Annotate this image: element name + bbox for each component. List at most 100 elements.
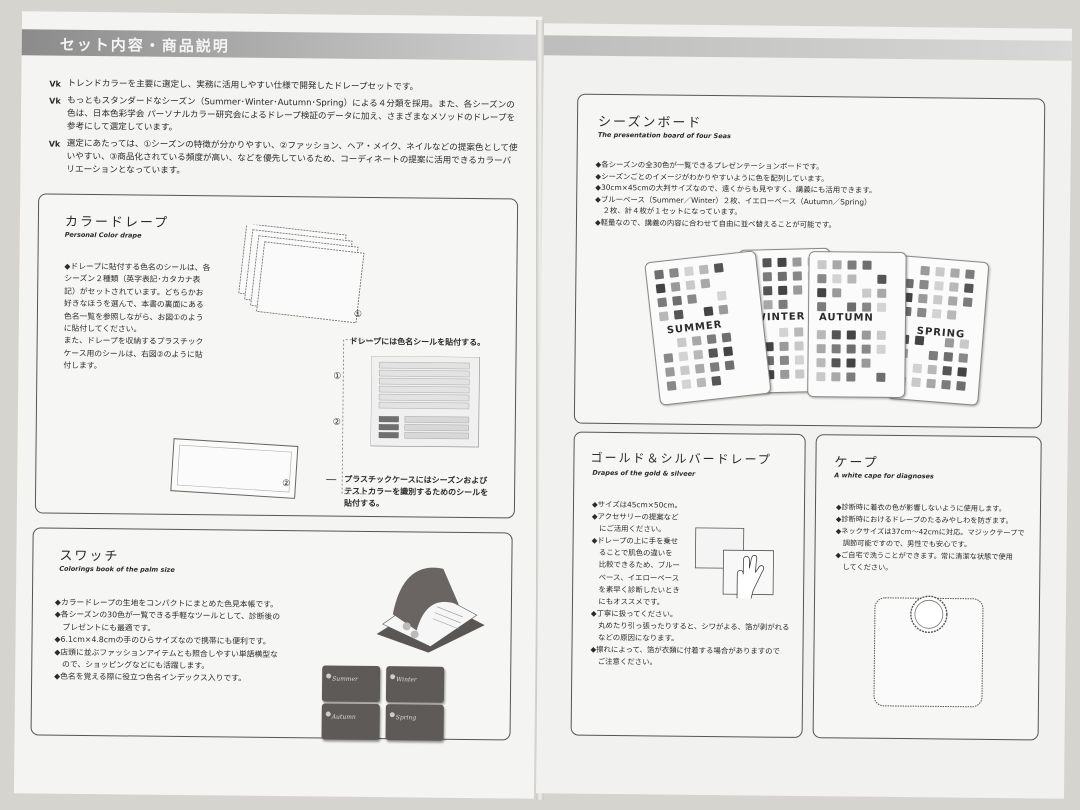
board-autumn: AUTUMN — [807, 251, 907, 399]
swatch-book-autumn: Autumn — [321, 703, 380, 741]
color-swatch — [816, 330, 826, 340]
color-swatch — [696, 377, 707, 388]
color-swatch — [846, 358, 856, 368]
color-swatch — [831, 344, 841, 354]
color-swatch — [780, 369, 790, 379]
season-board-title: シーズンボード — [597, 114, 703, 131]
leader-lines — [326, 339, 376, 495]
swatch-subtitle: Colorings book of the palm size — [59, 564, 175, 574]
color-swatch — [862, 260, 872, 270]
color-swatch — [846, 372, 856, 382]
intro-mark-icon: Vk — [48, 139, 61, 149]
color-swatch — [777, 271, 787, 281]
color-swatch — [700, 278, 711, 289]
cape-subtitle: A white cape for diagnoses — [834, 471, 934, 481]
swatch-book-summer: Summer — [321, 665, 381, 703]
color-swatch — [678, 351, 689, 362]
section-header-band: セット内容・商品説明 — [21, 29, 542, 61]
color-swatch — [792, 257, 802, 267]
color-swatch — [698, 264, 709, 275]
color-swatch — [793, 285, 803, 295]
color-swatch — [847, 274, 857, 284]
color-swatch — [946, 310, 957, 320]
gold-silver-section: ゴールド＆シルバードレープ Drapes of the gold & silve… — [570, 431, 806, 739]
color-swatch — [795, 369, 805, 379]
color-swatch — [831, 372, 841, 382]
color-swatch — [935, 267, 945, 277]
color-swatch — [721, 332, 732, 343]
color-swatch — [794, 355, 805, 365]
color-swatch — [944, 338, 955, 348]
color-swatch — [711, 375, 722, 386]
color-swatch — [817, 288, 827, 298]
color-swatch — [708, 348, 719, 359]
color-swatch — [816, 344, 826, 354]
color-swatch — [672, 295, 683, 306]
color-swatch — [816, 372, 826, 382]
color-swatch — [957, 367, 967, 377]
color-swatch — [665, 367, 676, 377]
color-swatch — [681, 379, 692, 390]
color-swatch — [861, 344, 871, 354]
color-swatch — [877, 302, 887, 312]
color-swatch — [694, 363, 705, 374]
color-swatch — [763, 286, 773, 296]
color-swatch — [876, 330, 886, 340]
case-note: プラスチックケースにはシーズンおよび テストカラーを識別するためのシールを 貼付… — [343, 474, 489, 509]
color-swatch — [956, 381, 966, 391]
color-swatch — [703, 306, 714, 317]
color-drape-title: カラードレープ — [64, 214, 170, 231]
sticker-sheet-illustration — [370, 355, 480, 448]
color-swatch — [949, 282, 959, 292]
color-swatch — [817, 302, 827, 312]
color-swatch — [832, 274, 842, 284]
color-swatch — [654, 269, 665, 280]
color-drape-subtitle: Personal Color drape — [64, 230, 142, 240]
color-swatch — [914, 335, 925, 346]
color-swatch — [861, 330, 871, 340]
color-swatch — [965, 269, 975, 280]
color-swatch — [666, 380, 677, 391]
color-swatch — [794, 341, 804, 351]
color-swatch — [862, 288, 872, 298]
color-swatch — [779, 355, 790, 365]
color-swatch — [709, 361, 720, 372]
season-board-text: ◆各シーズンの全30色が一覧できるプレゼンテーションボードです。 ◆シーズンごと… — [594, 159, 877, 230]
color-swatch — [663, 353, 674, 364]
color-swatch — [687, 294, 698, 305]
color-swatch — [778, 285, 788, 295]
swatch-section: スワッチ Colorings book of the palm size ◆カラ… — [30, 527, 513, 741]
color-swatch — [926, 378, 936, 389]
intro-text: もっともスタンダードなシーズン（Summer･Winter･Autumn･Spr… — [66, 95, 516, 133]
color-swatch — [943, 351, 954, 362]
color-swatch — [876, 372, 886, 382]
color-swatch — [779, 327, 789, 337]
color-swatch — [706, 334, 717, 345]
color-swatch — [762, 272, 772, 282]
color-swatch — [861, 358, 871, 368]
color-swatch — [792, 271, 802, 281]
cape-section: ケープ A white cape for diagnoses ◆診断時に着衣の色… — [812, 434, 1042, 741]
color-swatch — [832, 288, 842, 298]
color-swatch — [794, 327, 804, 337]
color-swatch — [716, 290, 727, 301]
color-swatch — [655, 283, 666, 294]
color-swatch — [920, 265, 930, 276]
color-swatch — [658, 311, 669, 322]
color-swatch — [724, 360, 735, 371]
swatch-text: ◆カラードレープの生地をコンパクトにまとめた色見本帳です。 ◆各シーズンの30色… — [54, 597, 281, 684]
color-swatch — [669, 267, 679, 278]
gold-silver-subtitle: Drapes of the gold & silveer — [592, 468, 696, 478]
color-swatch — [817, 260, 827, 270]
color-swatch — [934, 280, 944, 291]
right-header-band — [543, 35, 1072, 61]
section-title: セット内容・商品説明 — [59, 35, 230, 56]
color-swatch — [918, 293, 928, 304]
color-swatch — [958, 353, 969, 363]
color-swatch — [962, 297, 973, 308]
board-color-swatches — [578, 95, 1044, 100]
color-drape-section: カラードレープ Personal Color drape ◆ドレープに貼付する色… — [34, 193, 519, 519]
color-swatch — [679, 365, 690, 376]
